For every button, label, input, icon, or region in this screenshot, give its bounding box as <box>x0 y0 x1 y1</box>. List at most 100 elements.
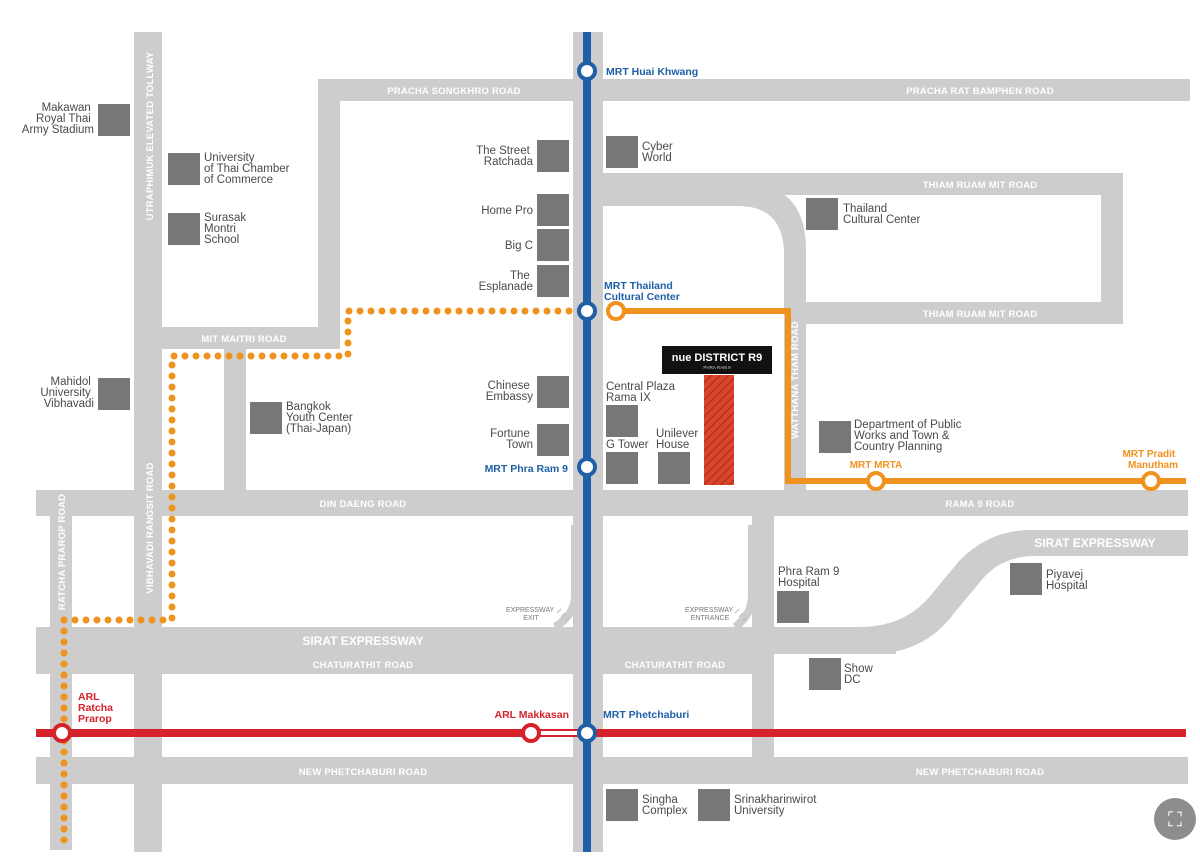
label-arl-makkasan: ARL Makkasan <box>494 709 569 721</box>
new-phetchaburi-road <box>36 757 1188 784</box>
place-makawan: Makawan Royal Thai Army Stadium <box>22 102 94 136</box>
expressway-entrance-line-2: ENTRANCE <box>691 615 730 622</box>
place-home-pro: Home Pro <box>481 205 533 217</box>
orange-line-solid <box>616 308 1186 484</box>
road-label-utraphimuk: UTRAPHIMUK ELEVATED TOLLWAY <box>145 51 156 220</box>
building-bangkok-youth <box>250 402 282 434</box>
road-label-mit-maitri: MIT MAITRI ROAD <box>201 334 286 345</box>
side-road-phra-ram9 <box>752 516 774 757</box>
ramp-chevrons <box>556 608 748 622</box>
station-markers <box>52 61 1161 743</box>
building-chinese-embassy <box>537 376 569 408</box>
building-makawan <box>98 104 130 136</box>
road-label-expressway-exit: EXPRESSWAY EXIT <box>506 607 556 622</box>
din-daeng-road <box>36 490 581 516</box>
road-label-chaturathit-1: CHATURATHIT ROAD <box>313 660 413 671</box>
building-swu <box>698 789 730 821</box>
building-central-plaza <box>606 405 638 437</box>
building-g-tower <box>606 452 638 484</box>
place-labels: Makawan Royal Thai Army Stadium Universi… <box>22 102 1088 817</box>
station-mrta <box>866 471 886 491</box>
station-arl-ratchaprarop <box>52 723 72 743</box>
expressway-entrance-line-1: EXPRESSWAY <box>685 607 734 614</box>
place-utcc: University of Thai Chamber of Commerce <box>204 152 293 186</box>
expressway-entrance-ramp <box>732 525 756 631</box>
thiam-ruam-mit-vertical <box>1101 173 1123 324</box>
vibhavadi-rangsit-road <box>134 32 162 852</box>
label-arl-ratchaprarop: ARL Ratcha Prarop <box>78 691 116 725</box>
ratcha-prarop-road <box>50 490 72 850</box>
station-pradit-manutham <box>1141 471 1161 491</box>
station-phetchaburi <box>577 723 597 743</box>
building-cyber-world <box>606 136 638 168</box>
place-swu: Srinakharinwirot University <box>734 794 820 817</box>
label-thailand-cultural-center: MRT Thailand Cultural Center <box>604 280 680 303</box>
place-bangkok-youth: Bangkok Youth Center (Thai-Japan) <box>286 401 356 435</box>
road-label-sirat-expressway-1: SIRAT EXPRESSWAY <box>302 634 423 648</box>
place-cyber-world: Cyber World <box>642 141 676 164</box>
orange-line-dotted <box>60 307 584 854</box>
place-esplanade: The Esplanade <box>479 270 533 293</box>
station-labels: MRT Huai Khwang MRT Thailand Cultural Ce… <box>78 66 1178 725</box>
building-unilever <box>658 452 690 484</box>
building-fortune-town <box>537 424 569 456</box>
building-surasak <box>168 213 200 245</box>
road-label-vibhavadi: VIBHAVADI RANGSIT ROAD <box>145 462 156 593</box>
place-unilever: Unilever House <box>656 428 701 451</box>
place-g-tower: G Tower <box>606 439 649 451</box>
project-subtitle: PHRA RAM 9 <box>703 365 731 370</box>
place-central-plaza: Central Plaza Rama IX <box>606 381 678 404</box>
building-mahidol <box>98 378 130 410</box>
building-home-pro <box>537 194 569 226</box>
expand-icon: ⛶ <box>1168 807 1182 831</box>
thiam-ruam-mit-road-lower <box>806 302 1123 324</box>
place-phra-ram9-hospital: Phra Ram 9 Hospital <box>778 566 843 589</box>
place-thailand-cultural: Thailand Cultural Center <box>843 203 921 226</box>
place-surasak: Surasak Montri School <box>204 212 249 246</box>
building-show-dc <box>809 658 841 690</box>
expressway-exit-ramp <box>552 525 579 631</box>
road-label-din-daeng: DIN DAENG ROAD <box>320 499 407 510</box>
road-label-expressway-entrance: EXPRESSWAY ENTRANCE <box>685 607 735 622</box>
road-label-pracha-songkhro: PRACHA SONGKHRO ROAD <box>387 86 520 97</box>
pracha-songkhro-vertical <box>318 79 340 349</box>
station-thailand-cultural-center <box>577 301 597 321</box>
place-the-street: The Street Ratchada <box>476 145 534 168</box>
rama-9-road <box>598 490 1188 516</box>
road-label-rama-9: RAMA 9 ROAD <box>946 499 1015 510</box>
label-phra-ram-9: MRT Phra Ram 9 <box>485 463 569 475</box>
building-piyavej <box>1010 563 1042 595</box>
road-label-watthana-tham: WATTHANA THAM ROAD <box>790 321 801 439</box>
place-mahidol: Mahidol University Vibhavadi <box>40 376 94 410</box>
mit-maitri-road <box>162 327 340 349</box>
building-utcc <box>168 153 200 185</box>
station-phra-ram-9 <box>577 457 597 477</box>
buildings <box>98 104 1042 821</box>
place-singha: Singha Complex <box>642 794 688 817</box>
project-label-box <box>662 346 772 374</box>
road-label-thiam-ruam-mit-1: THIAM RUAM MIT ROAD <box>923 180 1038 191</box>
station-huai-khwang <box>577 61 597 81</box>
bangkok-youth-road <box>224 349 246 492</box>
fullscreen-button[interactable]: ⛶ <box>1154 798 1196 840</box>
building-dpw <box>819 421 851 453</box>
road-label-thiam-ruam-mit-2: THIAM RUAM MIT ROAD <box>923 309 1038 320</box>
label-phetchaburi: MRT Phetchaburi <box>603 709 689 721</box>
place-dpw: Department of Public Works and Town & Co… <box>854 419 965 453</box>
road-label-sirat-expressway-2: SIRAT EXPRESSWAY <box>1034 536 1155 550</box>
building-esplanade <box>537 265 569 297</box>
road-label-ratchaprarop: RATCHA PRAROP ROAD <box>57 494 68 610</box>
label-pradit-manutham: MRT Pradit Manutham <box>1122 449 1178 471</box>
building-the-street <box>537 140 569 172</box>
sirat-expressway-curve <box>860 530 1188 654</box>
expressway-exit-line-2: EXIT <box>523 615 539 622</box>
pracha-songkhro-road <box>318 79 580 101</box>
station-cultural-center-orange <box>606 301 626 321</box>
expressway-ramps <box>552 525 756 631</box>
building-phra-ram9-hospital <box>777 591 809 623</box>
place-big-c: Big C <box>505 240 533 252</box>
project-name: nue DISTRICT R9 <box>672 352 762 364</box>
station-arl-makkasan <box>521 723 541 743</box>
road-label-new-phetchaburi-2: NEW PHETCHABURI ROAD <box>916 767 1045 778</box>
